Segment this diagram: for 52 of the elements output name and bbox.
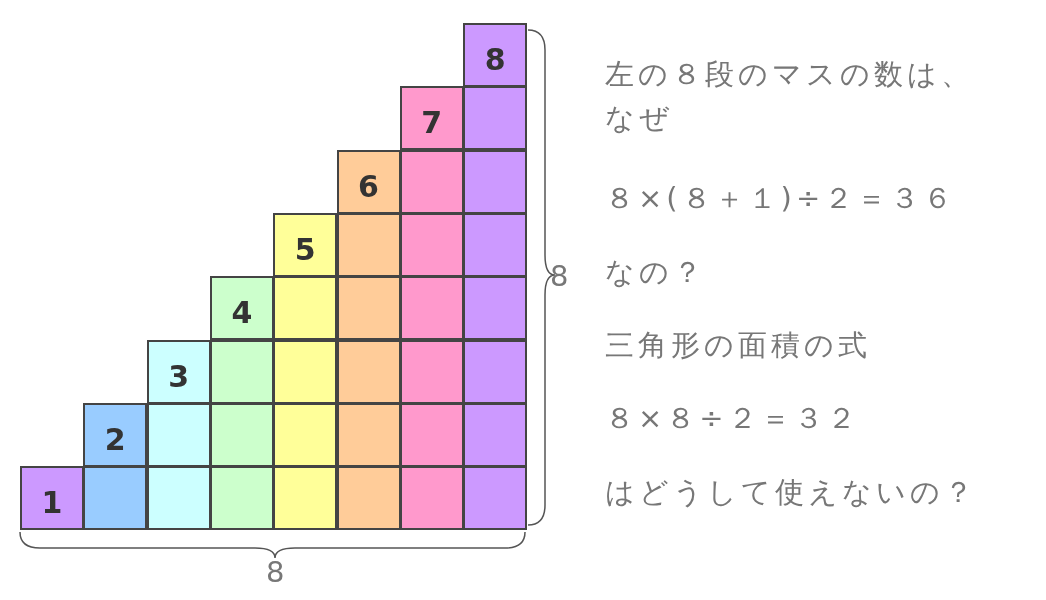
grid-square [463,86,528,151]
step-number: 2 [104,424,126,459]
numbered-square [146,339,211,404]
grid-square [399,402,464,467]
grid-square [336,276,401,341]
grid-square [273,339,338,404]
grid-square [273,466,338,531]
grid-square [463,402,528,467]
step-number: 8 [484,45,506,79]
numbered-square [463,23,528,87]
numbered-square [20,466,84,531]
grid-square [209,339,274,404]
question-text: 三角形の面積の式 [605,327,871,364]
grid-square [463,212,528,277]
grid-square [83,466,148,531]
step-number: 5 [294,234,316,269]
question-text: なの？ [605,254,706,291]
grid-square [146,466,211,531]
grid-square [209,402,274,467]
grid-square [209,466,274,531]
grid-square [463,149,528,214]
dimension-label: 8 [550,258,573,295]
grid-square [273,276,338,341]
grid-square [463,466,528,531]
grid-square [273,402,338,467]
step-number: 1 [41,488,63,523]
grid-square [146,402,211,467]
dimension-label: 8 [266,554,289,591]
step-number: 4 [231,298,253,333]
grid-square [399,212,464,277]
step-number: 7 [421,108,443,143]
question-text: はどうして使えないの？ [605,474,977,511]
grid-square [336,212,401,277]
grid-square [463,339,528,404]
formula-text: ８×(８＋１)÷２＝３６ [605,180,957,217]
grid-square [336,466,401,531]
grid-square [336,339,401,404]
grid-square [399,149,464,214]
formula-text: ８×８÷２＝３２ [605,400,860,437]
step-number: 3 [168,361,190,396]
numbered-square [273,212,338,277]
step-number: 6 [358,171,379,206]
numbered-square [83,402,148,467]
grid-square [399,339,464,404]
question-text: 左の８段のマスの数は、なぜ [605,56,975,137]
grid-square [336,402,401,467]
numbered-square [209,276,274,341]
numbered-square [336,149,401,214]
grid-square [463,276,528,341]
numbered-square [399,86,464,151]
grid-square [399,276,464,341]
grid-square [399,466,464,531]
